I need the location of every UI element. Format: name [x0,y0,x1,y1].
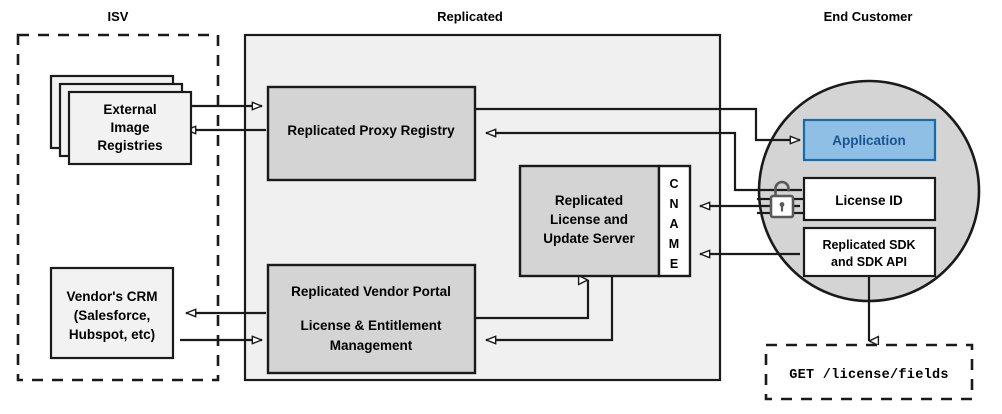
replicated-sdk-line2: and SDK API [831,255,907,269]
node-get-license-fields[interactable]: GET /license/fields [764,343,974,401]
license-id-label: License ID [835,193,903,208]
vendors-crm-line1: Vendor's CRM [67,289,158,304]
node-license-id[interactable]: License ID [802,176,937,222]
license-server-line2: License and [550,212,628,227]
unlocked-padlock-icon [769,180,795,219]
replicated-sdk-line1: Replicated SDK [822,238,915,252]
cname-letter-e: E [670,257,678,271]
node-replicated-license-and-update-server[interactable]: Replicated License and Update Server [518,164,661,278]
edge-licenseserver-to-vendorportal [486,276,614,340]
vendor-portal-line2: License & Entitlement [300,318,442,333]
group-title-end-customer: End Customer [824,9,913,24]
node-cname[interactable]: C N A M E [657,164,692,278]
edge-vendorportal-to-licenseserver [476,280,590,320]
edge-proxy-to-application [476,107,800,140]
node-external-image-registries[interactable]: External Image Registries [49,74,193,166]
cname-letter-m: M [669,237,679,251]
isv-boundary [16,33,220,382]
vendor-portal-line1: Replicated Vendor Portal [291,284,451,299]
external-image-registries-line1: External [103,102,156,117]
node-application[interactable]: Application [802,118,937,162]
license-server-line3: Update Server [543,231,635,246]
application-label: Application [832,133,906,148]
group-title-replicated: Replicated [437,9,503,24]
vendors-crm-line2: (Salesforce, [74,308,151,323]
group-title-isv: ISV [108,9,129,24]
edge-application-to-proxy [486,133,802,192]
node-vendors-crm[interactable]: Vendor's CRM (Salesforce, Hubspot, etc) [49,266,175,360]
external-image-registries-line3: Registries [97,138,162,153]
cname-letter-n: N [669,197,678,211]
node-replicated-sdk[interactable]: Replicated SDK and SDK API [802,226,937,278]
cname-letter-c: C [669,177,678,191]
license-server-line1: Replicated [555,193,623,208]
vendors-crm-line3: Hubspot, etc) [69,327,155,342]
vendor-portal-line3: Management [330,338,413,353]
external-image-registries-line2: Image [110,120,150,135]
cname-letter-a: A [669,217,678,231]
get-license-fields-label: GET /license/fields [789,368,949,383]
replicated-proxy-registry-label: Replicated Proxy Registry [287,123,455,138]
node-replicated-vendor-portal[interactable]: Replicated Vendor Portal License & Entit… [266,263,477,375]
node-replicated-proxy-registry[interactable]: Replicated Proxy Registry [266,85,477,182]
